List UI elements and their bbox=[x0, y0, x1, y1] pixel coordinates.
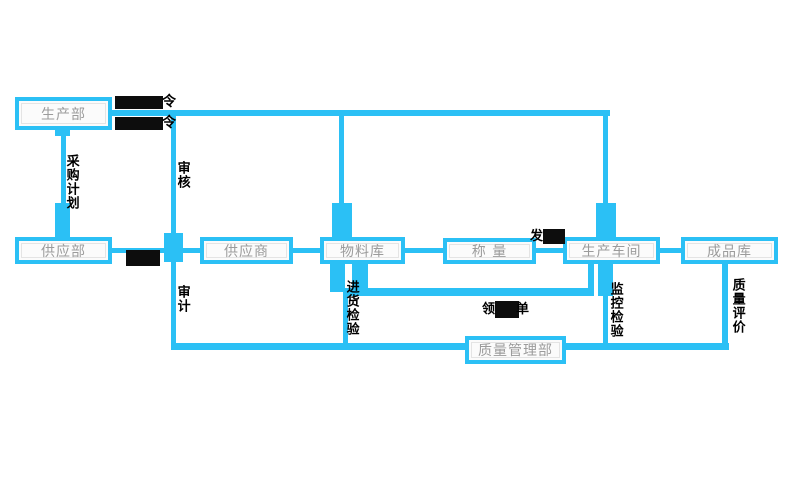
edge-label-audit: 审计 bbox=[174, 285, 190, 313]
connector-material-to-weighing bbox=[405, 248, 443, 253]
connector-material-to-workshop-horizontal bbox=[344, 288, 594, 296]
node-label-material-warehouse: 物料库 bbox=[326, 243, 399, 260]
connector-bottom-horizontal bbox=[171, 343, 729, 350]
edge-label-incoming-inspection: 进货检验 bbox=[343, 280, 359, 336]
node-label-weighing: 称 量 bbox=[449, 244, 530, 260]
order-label-1-suffix: 令 bbox=[162, 94, 176, 110]
redacted-order-label-1 bbox=[115, 96, 163, 109]
connector-workshop-to-quality-vertical bbox=[603, 294, 608, 348]
connector-supplier-to-material bbox=[293, 248, 320, 253]
redacted-dispatch-label bbox=[543, 229, 565, 244]
connector-to-material-stub bbox=[332, 203, 352, 237]
connector-material-to-quality-vertical bbox=[343, 292, 348, 348]
redacted-requisition-label bbox=[495, 301, 519, 318]
edge-label-review: 审核 bbox=[174, 161, 190, 189]
node-label-quality-management-dept: 质量管理部 bbox=[471, 342, 560, 359]
dispatch-label-prefix: 发 bbox=[530, 229, 544, 244]
connector-weighing-to-workshop bbox=[536, 248, 563, 253]
connector-to-material-vertical bbox=[339, 112, 344, 206]
node-weighing: 称 量 bbox=[443, 238, 536, 264]
node-label-supplier: 供应商 bbox=[206, 243, 287, 260]
connector-purchase-plan-stub bbox=[55, 203, 70, 237]
connector-purchase-plan-vertical bbox=[61, 130, 66, 205]
edge-label-quality-evaluation: 质量评价 bbox=[729, 278, 745, 334]
node-label-finished-goods-warehouse: 成品库 bbox=[687, 243, 772, 260]
node-label-production-workshop: 生产车间 bbox=[569, 243, 654, 260]
node-supply-dept: 供应部 bbox=[15, 237, 112, 264]
edge-label-purchase-plan: 采购计划 bbox=[63, 154, 79, 210]
node-label-production-dept: 生产部 bbox=[21, 103, 106, 124]
connector-workshop-riser bbox=[588, 264, 594, 291]
node-quality-management-dept: 质量管理部 bbox=[465, 336, 566, 364]
node-label-supply-dept: 供应部 bbox=[21, 243, 106, 260]
node-production-workshop: 生产车间 bbox=[563, 237, 660, 264]
node-material-warehouse: 物料库 bbox=[320, 237, 405, 264]
order-label-2-suffix: 令 bbox=[162, 115, 176, 131]
node-finished-goods-warehouse: 成品库 bbox=[681, 237, 778, 264]
connector-workshop-to-finished bbox=[660, 248, 681, 253]
requisition-label-suffix: 单 bbox=[516, 302, 530, 317]
connector-material-bottom-stub2 bbox=[352, 263, 368, 291]
requisition-label-prefix: 领 bbox=[482, 302, 496, 317]
node-supplier: 供应商 bbox=[200, 237, 293, 264]
connector-workshop-bottom-stub bbox=[598, 264, 613, 296]
connector-review-audit-vertical bbox=[171, 112, 176, 348]
connector-finished-to-quality-vertical bbox=[722, 264, 728, 348]
connector-top-horizontal bbox=[112, 110, 610, 116]
connector-review-audit-stub bbox=[164, 233, 183, 262]
edge-label-monitoring-inspection: 监控检验 bbox=[607, 282, 623, 338]
connector-to-workshop-stub bbox=[596, 203, 616, 237]
node-production-dept: 生产部 bbox=[15, 97, 112, 130]
connector-material-bottom-stub1 bbox=[330, 263, 345, 292]
redacted-order-label-2 bbox=[115, 117, 163, 130]
connector-to-workshop-vertical bbox=[603, 112, 608, 206]
redacted-procurement-label bbox=[126, 250, 160, 266]
